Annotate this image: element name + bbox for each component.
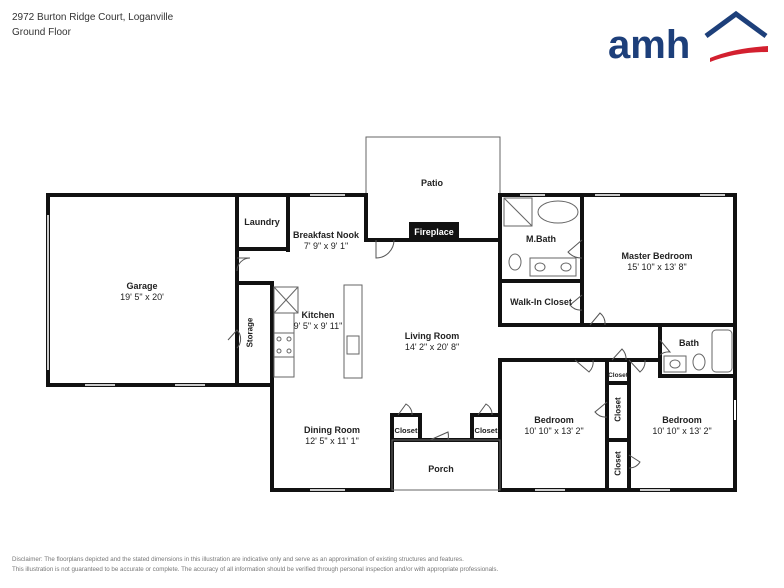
room-kitchen: Kitchen 9' 5" x 9' 11" <box>294 310 343 332</box>
counter-icon <box>273 312 295 378</box>
sink-icon <box>346 335 360 355</box>
stove-icon <box>273 332 295 358</box>
logo-roof-icon <box>704 10 768 39</box>
room-bath: Bath <box>679 338 699 349</box>
amh-logo-graphic: amh <box>608 10 768 67</box>
room-name: Walk-In Closet <box>510 297 572 307</box>
porch-outline <box>391 439 501 491</box>
room-name: Patio <box>420 178 444 188</box>
door-swing-icon <box>611 348 627 361</box>
island-counter-icon <box>343 284 363 379</box>
door-swing-icon <box>236 257 251 272</box>
room-closet: Closet <box>475 425 498 436</box>
sink-icon <box>669 359 681 369</box>
room-dimensions: 15' 10" x 13' 8" <box>627 262 687 272</box>
room-closet: Closet <box>395 425 418 436</box>
room-dimensions: 14' 2" x 20' 8" <box>404 342 460 352</box>
room-laundry: Laundry <box>244 217 280 228</box>
shower-icon <box>503 197 533 227</box>
room-dimensions: 19' 5" x 20' <box>120 292 164 302</box>
room-name: Closet <box>474 426 498 435</box>
room-name: Garage <box>126 281 158 291</box>
door-swing-icon <box>227 329 242 349</box>
door-swing-icon <box>567 239 583 259</box>
logo-swoosh-icon <box>710 46 768 62</box>
vanity-icon <box>529 257 577 277</box>
room-bedroom: Bedroom 10' 10" x 13' 2" <box>652 415 711 437</box>
room-name: M.Bath <box>526 234 556 244</box>
room-closet: Closet <box>613 451 623 476</box>
room-name: Living Room <box>404 331 460 341</box>
sink-icon <box>534 262 546 272</box>
room-name: Kitchen <box>301 310 335 320</box>
room-name: Bath <box>679 338 699 348</box>
room-mbath: M.Bath <box>526 234 556 245</box>
door-swing-icon <box>569 294 583 311</box>
room-name: Breakfast Nook <box>292 230 360 240</box>
amh-logo: amh <box>606 10 772 68</box>
door-swing-icon <box>397 403 413 416</box>
toilet-icon <box>692 353 706 371</box>
door-swing-icon <box>628 454 641 469</box>
room-living: Living Room 14' 2" x 20' 8" <box>405 331 460 353</box>
door-swing-icon <box>594 401 608 418</box>
room-name: Bedroom <box>534 415 574 425</box>
room-name: Closet <box>608 372 628 379</box>
room-dining: Dining Room 12' 5" x 11' 1" <box>304 425 360 447</box>
room-bedroom: Bedroom 10' 10" x 13' 2" <box>524 415 583 437</box>
floor-subtitle: Ground Floor <box>12 27 71 38</box>
room-garage: Garage 19' 5" x 20' <box>120 281 164 303</box>
door-swing-icon <box>589 312 606 326</box>
room-name: Dining Room <box>304 425 360 435</box>
room-dimensions: 12' 5" x 11' 1" <box>305 436 359 446</box>
room-patio: Patio <box>421 178 443 189</box>
room-storage: Storage <box>245 317 255 348</box>
bathtub-icon <box>537 200 579 224</box>
door-swing-icon <box>628 359 646 373</box>
room-name: Bedroom <box>662 415 702 425</box>
room-closet: Closet <box>608 370 628 381</box>
room-dimensions: 9' 5" x 9' 11" <box>293 321 343 331</box>
door-swing-icon <box>477 403 493 416</box>
room-name: Porch <box>428 464 454 474</box>
disclaimer-line-2: This illustration is not guaranteed to b… <box>12 566 499 573</box>
room-name: Laundry <box>244 217 280 227</box>
disclaimer-line-1: Disclaimer: The floorplans depicted and … <box>12 556 464 563</box>
address-title: 2972 Burton Ridge Court, Loganville <box>12 12 174 23</box>
sink-icon <box>560 262 572 272</box>
door-swing-icon <box>574 359 594 373</box>
room-closet: Closet <box>613 397 623 422</box>
fireplace-label: Fireplace <box>409 222 459 242</box>
toilet-icon <box>508 253 522 271</box>
room-name: Master Bedroom <box>621 251 693 261</box>
logo-text: amh <box>608 23 690 67</box>
room-breakfast-nook: Breakfast Nook 7' 9" x 9' 1" <box>293 230 359 252</box>
room-walk-in-closet: Walk-In Closet <box>510 297 572 308</box>
room-dimensions: 10' 10" x 13' 2" <box>652 426 712 436</box>
room-dimensions: 10' 10" x 13' 2" <box>524 426 584 436</box>
room-porch: Porch <box>428 464 454 475</box>
door-swing-icon <box>429 431 449 441</box>
room-master-bedroom: Master Bedroom 15' 10" x 13' 8" <box>621 251 692 273</box>
vanity-icon <box>663 355 687 373</box>
room-dimensions: 7' 9" x 9' 1" <box>303 241 349 251</box>
bathtub-icon <box>711 329 733 373</box>
room-name: Closet <box>394 426 418 435</box>
door-swing-icon <box>375 239 395 259</box>
door-swing-icon <box>659 339 672 356</box>
